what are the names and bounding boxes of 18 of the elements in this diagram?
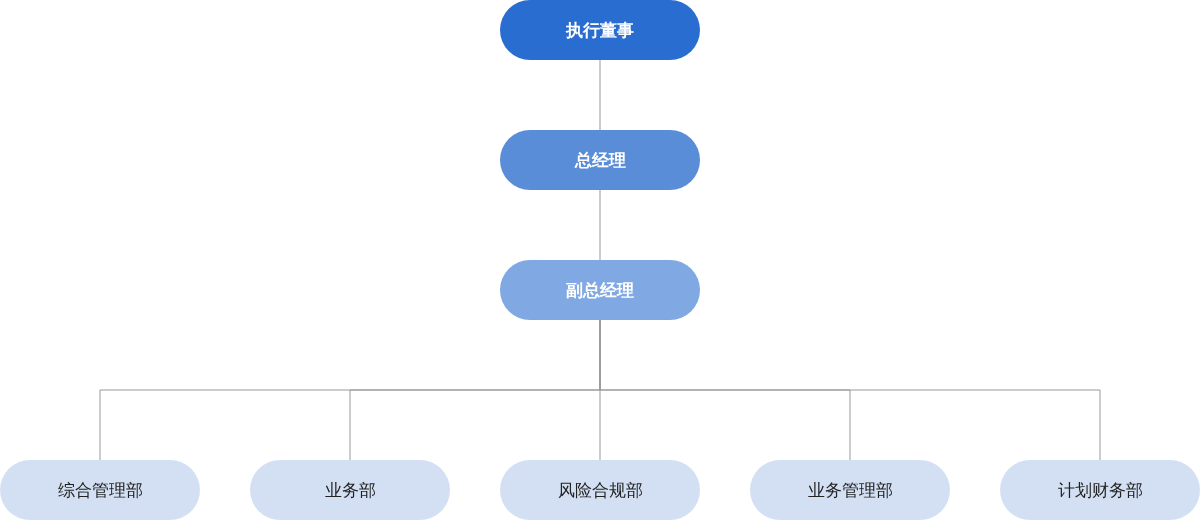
connector-line (599, 189, 601, 261)
node-label: 业务管理部 (807, 478, 893, 502)
node-label: 风险合规部 (557, 478, 643, 502)
node-label: 总经理 (574, 148, 626, 172)
node-label: 执行董事 (566, 18, 634, 42)
role-box (500, 260, 700, 320)
node-label: 业务部 (324, 478, 376, 502)
connector-line (599, 59, 601, 131)
role-box (500, 130, 700, 190)
node-label: 副总经理 (566, 278, 634, 302)
node-label: 综合管理部 (57, 478, 143, 502)
role-box (500, 0, 700, 60)
department-box (750, 460, 950, 520)
department-box (500, 460, 700, 520)
department-box (1000, 460, 1200, 520)
department-box (0, 460, 200, 520)
department-box (250, 460, 450, 520)
node-label: 计划财务部 (1057, 478, 1143, 502)
